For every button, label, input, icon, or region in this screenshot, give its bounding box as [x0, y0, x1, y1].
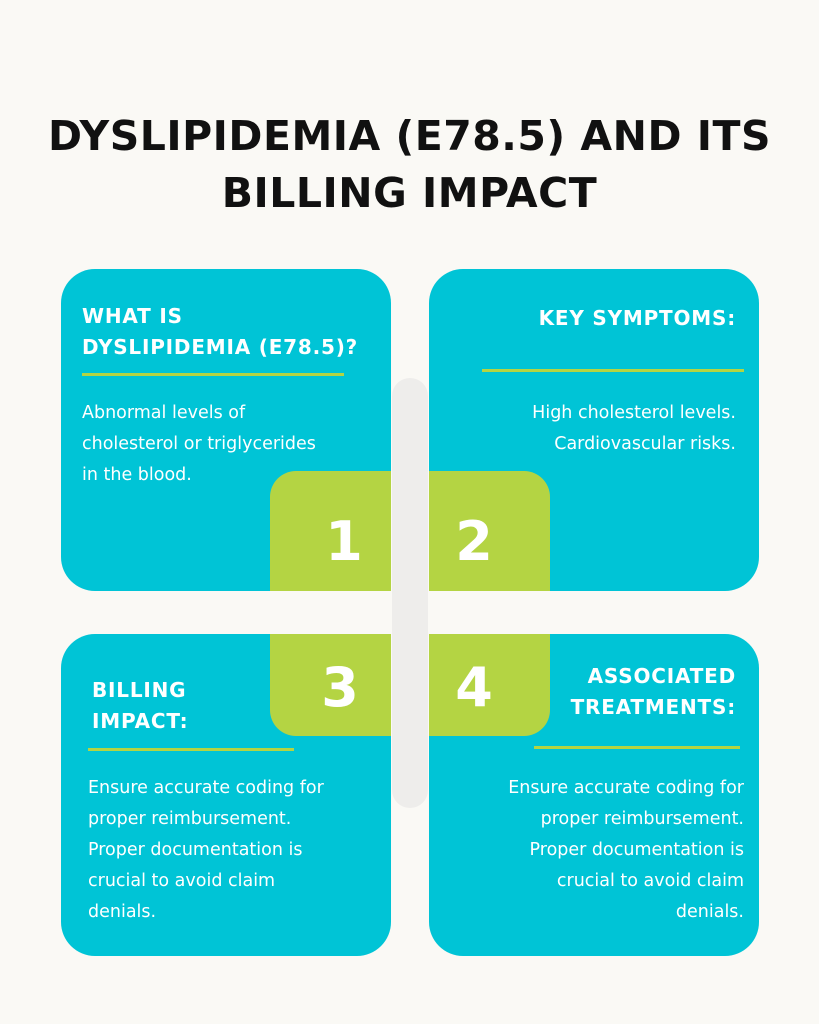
card-1-body-line: in the blood.: [82, 465, 192, 485]
card-1-body: Abnormal levels of cholesterol or trigly…: [82, 398, 316, 491]
title-line-2: BILLING IMPACT: [221, 169, 598, 217]
step-number-2: 2: [455, 510, 493, 573]
card-4-body-line: Ensure accurate coding for: [508, 778, 744, 798]
card-4-body-line: crucial to avoid claim: [556, 871, 744, 891]
card-3-body-line: crucial to avoid claim: [88, 871, 276, 891]
card-4-heading: ASSOCIATED TREATMENTS:: [460, 661, 736, 723]
center-connector: [392, 378, 428, 808]
card-1-heading-line: WHAT IS: [82, 304, 183, 328]
step-number-4: 4: [455, 656, 493, 719]
card-3-body: Ensure accurate coding for proper reimbu…: [88, 773, 324, 928]
number-tile-2: [429, 471, 550, 591]
card-1-divider: [82, 373, 344, 376]
card-4-body: Ensure accurate coding for proper reimbu…: [444, 773, 744, 928]
number-tile-1: [270, 471, 391, 591]
card-4-heading-line: TREATMENTS:: [570, 695, 736, 719]
card-3-heading: BILLING IMPACT:: [92, 675, 188, 737]
card-1-heading: WHAT IS DYSLIPIDEMIA (E78.5)?: [82, 301, 358, 363]
step-number-1: 1: [325, 510, 363, 573]
page-title: DYSLIPIDEMIA (E78.5) AND ITS BILLING IMP…: [0, 108, 819, 222]
card-2-heading: KEY SYMPTOMS:: [460, 303, 736, 334]
card-2-body-line: High cholesterol levels.: [532, 403, 736, 423]
card-4-heading-line: ASSOCIATED: [587, 664, 736, 688]
card-3-body-line: denials.: [88, 902, 157, 922]
card-4-body-line: proper reimbursement.: [540, 809, 744, 829]
card-2-divider: [482, 369, 744, 372]
card-1-body-line: Abnormal levels of: [82, 403, 246, 423]
number-tile-4: [429, 634, 550, 736]
title-line-1: DYSLIPIDEMIA (E78.5) AND ITS: [47, 112, 772, 160]
card-3-body-line: proper reimbursement.: [88, 809, 292, 829]
card-4-body-line: denials.: [675, 902, 744, 922]
card-4-body-line: Proper documentation is: [529, 840, 744, 860]
card-2-heading-line: KEY SYMPTOMS:: [538, 306, 736, 330]
card-3-body-line: Proper documentation is: [88, 840, 303, 860]
card-3-heading-line: IMPACT:: [92, 709, 189, 733]
card-3-heading-line: BILLING: [92, 678, 187, 702]
number-tile-3: [270, 634, 391, 736]
step-number-3: 3: [321, 656, 359, 719]
card-1-heading-line: DYSLIPIDEMIA (E78.5)?: [82, 335, 359, 359]
card-1-body-line: cholesterol or triglycerides: [82, 434, 316, 454]
card-4-divider: [534, 746, 740, 749]
card-2-body: High cholesterol levels. Cardiovascular …: [460, 398, 736, 460]
card-3-body-line: Ensure accurate coding for: [88, 778, 324, 798]
card-3-divider: [88, 748, 294, 751]
card-2-body-line: Cardiovascular risks.: [554, 434, 736, 454]
